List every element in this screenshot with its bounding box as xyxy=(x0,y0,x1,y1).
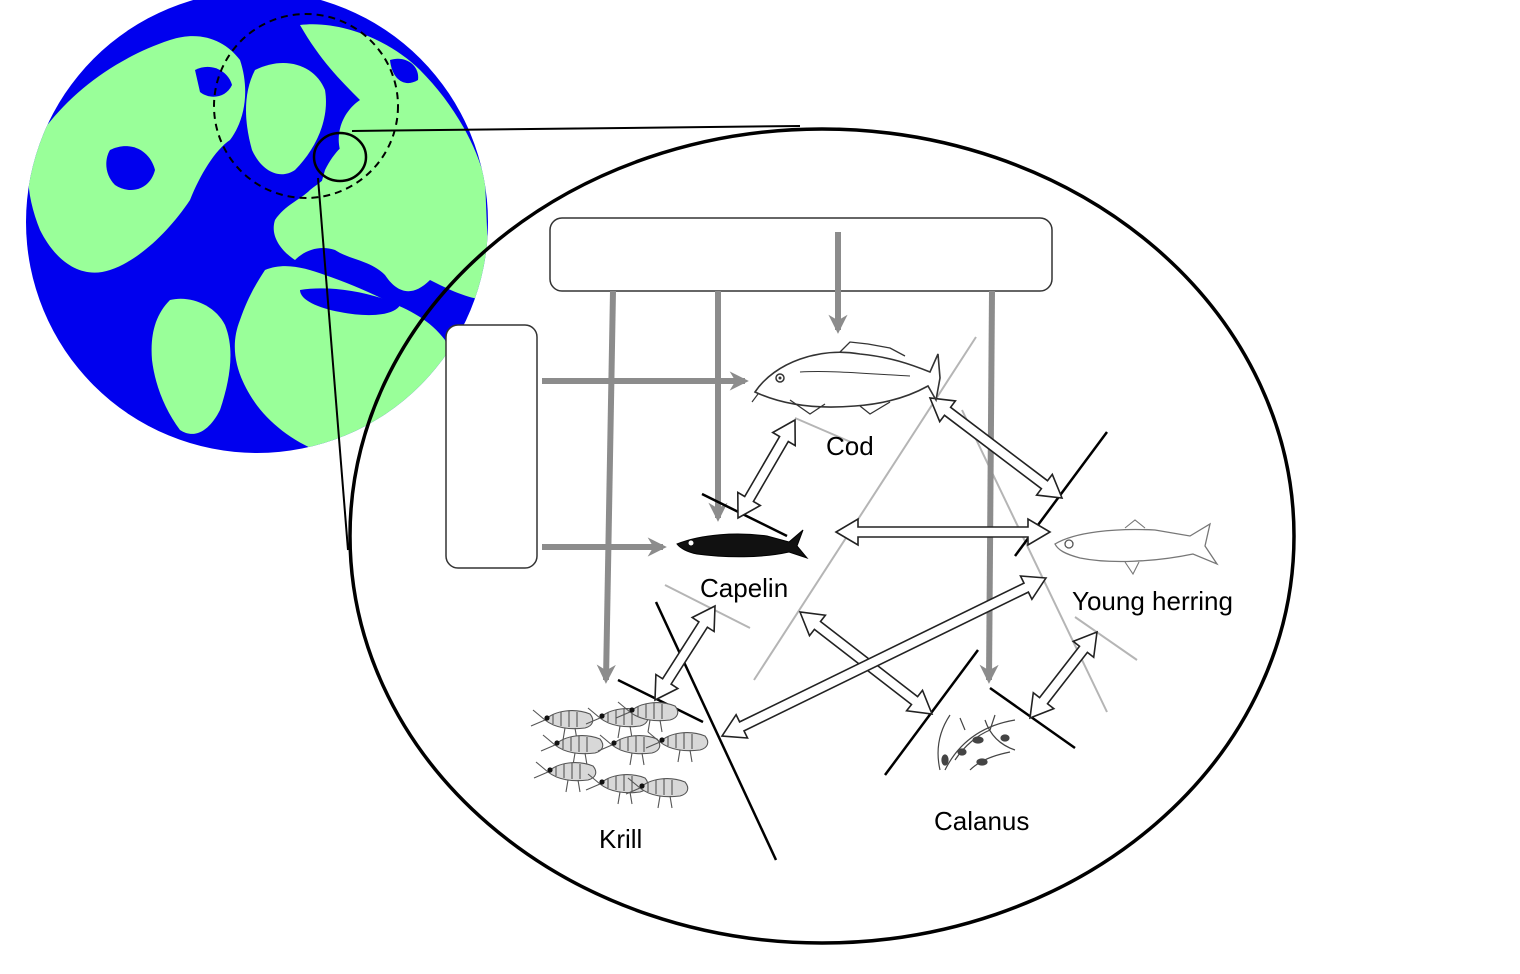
krill-shrimp-icon xyxy=(645,731,709,763)
side-driver-box xyxy=(445,324,538,569)
capelin-fish-icon xyxy=(676,529,809,560)
double-arrow-herring-krill xyxy=(720,575,1048,739)
herring-fish-icon xyxy=(1054,519,1219,576)
krill-shrimp-icon xyxy=(533,761,597,793)
young-herring-label: Young herring xyxy=(1072,586,1233,616)
krill-shrimp-icon xyxy=(615,701,679,733)
gray-separator-lines xyxy=(664,336,1138,713)
krill-shrimp-icon xyxy=(597,734,661,766)
globe-icon xyxy=(26,0,488,453)
double-arrow-cod-herring xyxy=(928,397,1064,499)
barents-sea-ecosystem-ellipse xyxy=(348,127,1296,945)
krill-icon xyxy=(530,701,709,809)
double-arrow-capelin-herring xyxy=(834,517,1052,547)
calanus-label: Calanus xyxy=(934,806,1029,836)
capelin-label: Capelin xyxy=(700,573,788,603)
cod-fish-icon xyxy=(751,341,941,415)
gray-influence-arrows xyxy=(542,232,999,684)
krill-label: Krill xyxy=(599,824,642,854)
krill-shrimp-icon xyxy=(540,734,604,766)
cod-label: Cod xyxy=(826,431,874,461)
top-driver-box: t xyxy=(549,217,1053,292)
zoom-connector-lines xyxy=(317,125,801,551)
double-arrow-capelin-krill xyxy=(654,604,716,702)
krill-shrimp-icon xyxy=(625,777,689,809)
krill-shrimp-icon xyxy=(530,709,594,741)
double-arrow-cod-capelin xyxy=(736,418,797,520)
calanus-copepod-icon xyxy=(937,714,1016,771)
interaction-double-arrows xyxy=(654,397,1098,739)
double-arrow-herring-calanus xyxy=(1029,630,1098,720)
krill-shrimp-icon xyxy=(585,707,649,739)
